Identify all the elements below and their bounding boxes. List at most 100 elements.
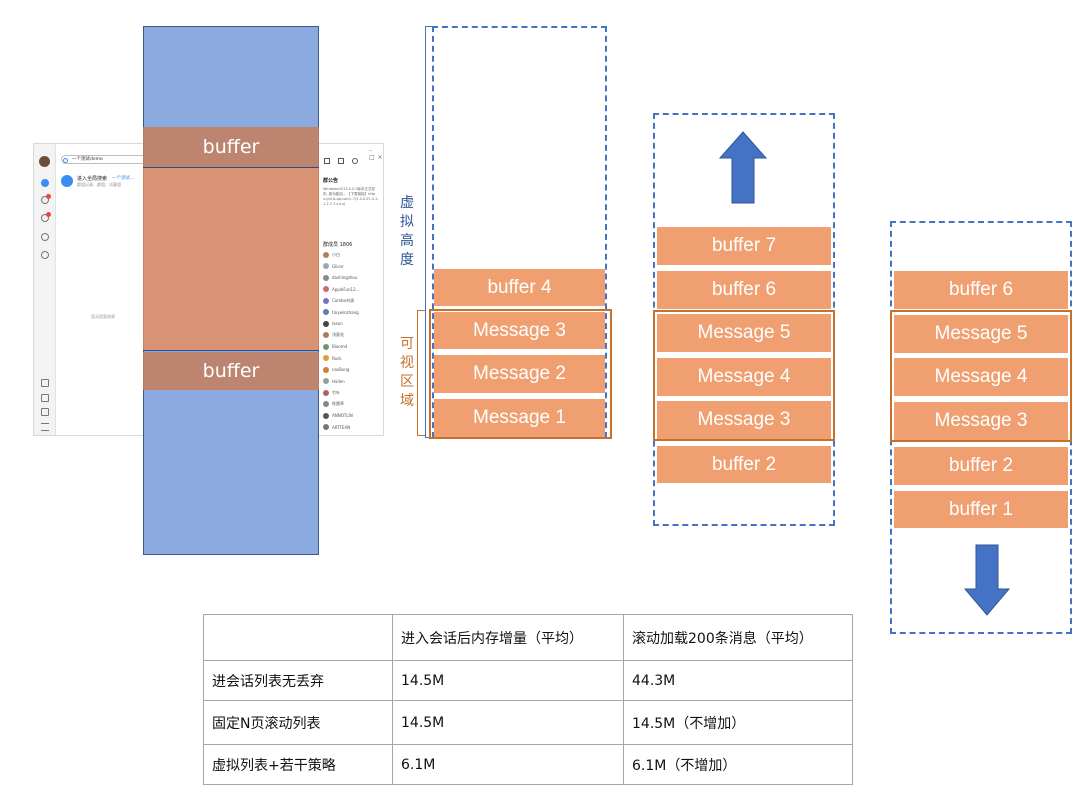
member-name: Rock: [332, 355, 342, 361]
member-row[interactable]: lason: [323, 319, 343, 328]
table-cell: 进会话列表无丢弃: [203, 660, 393, 701]
member-name: lason: [332, 321, 343, 326]
member-avatar: [323, 320, 329, 327]
member-avatar: [323, 366, 329, 373]
member-avatar: [323, 286, 329, 292]
member-row[interactable]: tinywinzhang: [323, 308, 359, 317]
list-item: buffer 2: [894, 447, 1068, 485]
list-item: buffer 2: [657, 446, 831, 483]
user-icon[interactable]: [352, 158, 358, 164]
search-input[interactable]: 一个测试demo: [61, 155, 148, 164]
up-arrow-icon: [718, 131, 768, 204]
member-avatar: [323, 355, 329, 361]
conversation-title[interactable]: 进入全局搜索: [77, 176, 108, 182]
list-item: Message 2: [434, 355, 605, 393]
contacts-icon[interactable]: [41, 196, 49, 204]
list-item: Message 5: [894, 315, 1068, 353]
member-name: Glicor: [332, 263, 344, 269]
member-name: Hallen: [332, 378, 345, 384]
member-avatar: [323, 401, 329, 407]
list-item: Message 4: [657, 358, 831, 396]
member-avatar: [323, 332, 329, 338]
list-item: buffer 1: [894, 491, 1068, 528]
member-avatar: [323, 251, 329, 258]
member-avatar: [323, 389, 329, 396]
table-row: 固定N页滚动列表 14.5M 14.5M（不增加）: [203, 700, 853, 745]
member-name: dashingzhou: [332, 275, 358, 280]
notice-title: 群公告: [323, 178, 339, 184]
mail-icon[interactable]: [41, 379, 49, 387]
download-icon[interactable]: [41, 408, 49, 416]
conversation-sub: 群组记录、群组、访客组: [77, 182, 121, 187]
buffer-band-bottom: buffer: [143, 352, 319, 390]
member-row[interactable]: 小白: [323, 250, 340, 259]
table-row: 进会话列表无丢弃 14.5M 44.3M: [203, 660, 853, 701]
table-header-row: 进入会话后内存增量（平均） 滚动加载200条消息（平均）: [203, 614, 853, 661]
down-arrow-icon: [963, 544, 1011, 616]
member-avatar: [323, 297, 329, 304]
member-name: 小白: [332, 251, 340, 257]
table-header-cell: [203, 614, 393, 661]
member-row[interactable]: Rock: [323, 354, 342, 363]
member-avatar: [323, 378, 329, 384]
list-item: Message 1: [434, 399, 605, 437]
list-item: Message 3: [657, 401, 831, 439]
member-row[interactable]: 竹叶: [323, 388, 340, 397]
list-item: buffer 7: [657, 227, 831, 265]
table-cell: 虚拟列表+若干策略: [203, 744, 393, 785]
member-name: 秋霞草: [332, 401, 344, 406]
discover-icon[interactable]: [41, 233, 49, 241]
buffer-band-top: buffer: [143, 127, 319, 167]
chat-icon[interactable]: [41, 179, 49, 187]
list-item: buffer 6: [894, 271, 1068, 309]
member-row[interactable]: ARTTEAN: [323, 423, 350, 432]
member-name: 浅夏花: [332, 332, 344, 337]
visible-area-band: [143, 167, 319, 351]
member-row[interactable]: Bloomd: [323, 342, 347, 351]
member-row[interactable]: Hallen: [323, 377, 345, 386]
video-icon[interactable]: [324, 158, 330, 164]
screen-icon[interactable]: [338, 158, 344, 164]
menu-icon[interactable]: [41, 423, 49, 431]
member-row[interactable]: 秋霞草: [323, 400, 344, 409]
virtual-height-label: 虚 拟 高 度: [400, 195, 414, 268]
member-row[interactable]: Combo刘周: [323, 296, 354, 305]
visible-area-frame: [890, 310, 1072, 442]
conversation-tag: 一个测试...: [112, 176, 135, 181]
list-item: Message 5: [657, 314, 831, 352]
group-icon[interactable]: [41, 214, 49, 222]
window-controls[interactable]: –□×: [369, 147, 383, 161]
notice-text: Windows2013.0.0.0版本正式发布, 新功能如... 【下载链接】h…: [323, 187, 379, 206]
star-icon[interactable]: [41, 251, 49, 259]
table-cell: 6.1M: [392, 744, 624, 785]
list-item: Message 3: [894, 402, 1068, 440]
table-cell: 14.5M（不增加）: [623, 700, 853, 745]
empty-state-text: 暂无搜索结果: [91, 314, 115, 319]
app-nav-rail: [34, 144, 56, 435]
member-row[interactable]: 浅夏花: [323, 331, 344, 340]
member-row[interactable]: AppleFun12...: [323, 285, 359, 294]
member-name: ARTTEAN: [332, 424, 351, 430]
table-cell: 44.3M: [623, 660, 853, 701]
list-item: buffer 4: [434, 269, 605, 306]
table-row: 虚拟列表+若干策略 6.1M 6.1M（不增加）: [203, 744, 853, 785]
memory-comparison-table: 进入会话后内存增量（平均） 滚动加载200条消息（平均） 进会话列表无丢弃 14…: [203, 614, 853, 785]
search-icon: [63, 158, 68, 163]
visible-area-frame: [653, 310, 835, 441]
member-row[interactable]: nasBung: [323, 365, 349, 374]
avatar[interactable]: [39, 156, 50, 167]
member-name: Bloomd: [332, 344, 348, 349]
table-header-cell: 进入会话后内存增量（平均）: [392, 614, 624, 661]
member-row[interactable]: ANNOTLIN: [323, 411, 353, 420]
list-item: buffer 6: [657, 271, 831, 309]
member-row[interactable]: Glicor: [323, 262, 344, 271]
member-row[interactable]: dashingzhou: [323, 273, 357, 282]
list-item: Message 3: [434, 312, 605, 349]
folder-icon[interactable]: [41, 394, 49, 402]
group-info-panel: –□× 群公告 Windows2013.0.0.0版本正式发布, 新功能如...…: [318, 144, 383, 435]
table-cell: 14.5M: [392, 700, 624, 745]
member-name: ANNOTLIN: [332, 413, 353, 418]
visible-area-bracket: [417, 310, 425, 436]
unread-badge: [46, 212, 51, 217]
